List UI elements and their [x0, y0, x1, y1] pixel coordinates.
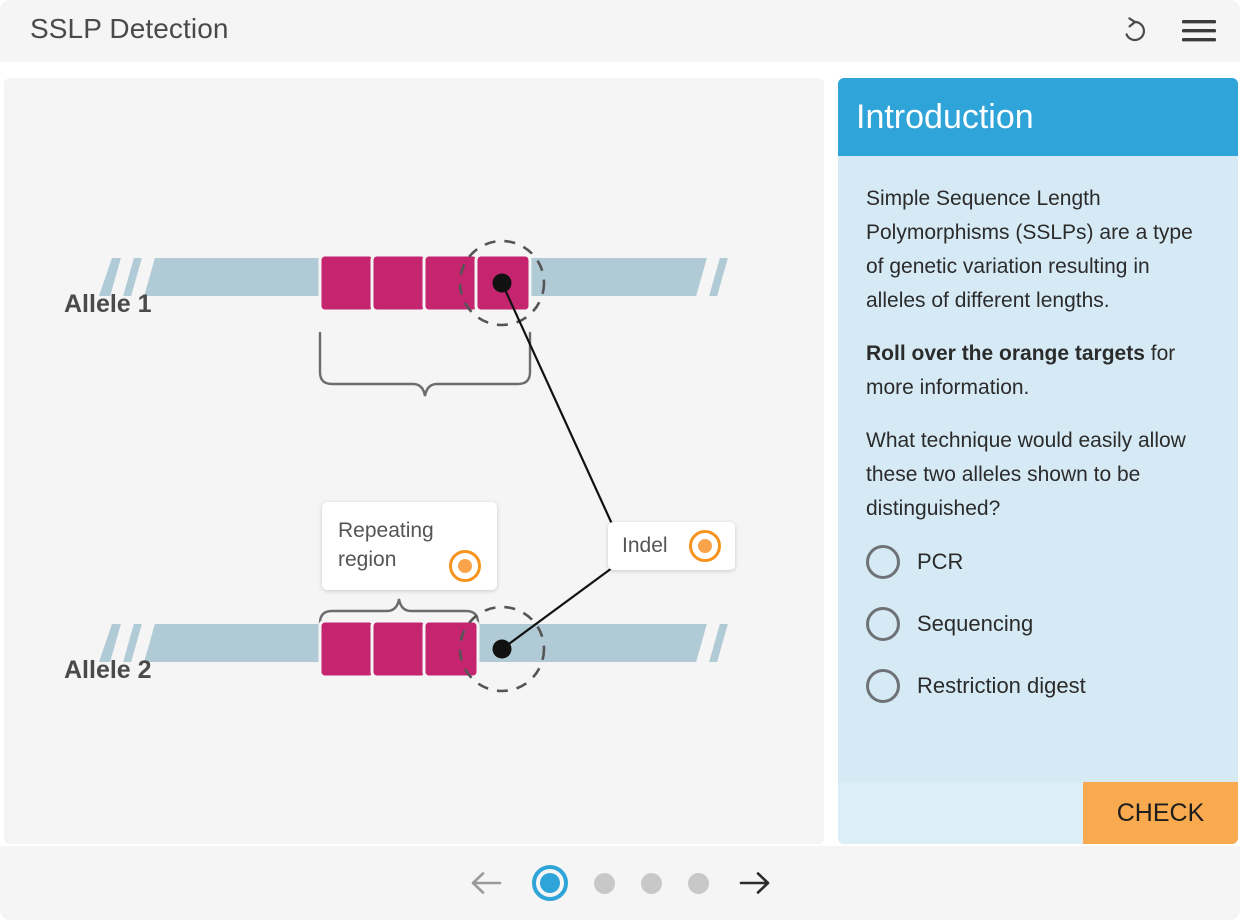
allele2-break-marks-right [695, 624, 739, 662]
callout-indel[interactable]: Indel [608, 522, 735, 570]
radio-button-icon[interactable] [866, 607, 900, 642]
introduction-panel: Introduction Simple Sequence Length Poly… [838, 78, 1238, 844]
allele2-repeat-blocks [318, 619, 480, 679]
header-actions [1114, 10, 1220, 52]
panel-title: Introduction [856, 97, 1034, 136]
orange-target-icon [689, 530, 721, 562]
hamburger-menu-icon [1182, 20, 1216, 42]
reset-rotate-ccw-icon [1125, 17, 1146, 42]
panel-header: Introduction [838, 78, 1238, 156]
indel-leader-line-allele2 [501, 567, 613, 650]
reset-button[interactable] [1114, 10, 1156, 52]
answer-options: PCR Sequencing Restriction digest [866, 545, 1210, 704]
rollover-instruction-bold: Roll over the orange targets [866, 342, 1145, 366]
allele1-break-marks-right [695, 258, 739, 296]
arrow-right-icon [739, 872, 769, 894]
page-dot-2[interactable] [593, 872, 615, 894]
orange-target-icon [449, 550, 481, 582]
allele1-repeat-blocks [318, 253, 532, 313]
intro-paragraph: Simple Sequence Length Polymorphisms (SS… [866, 187, 1193, 313]
panel-footer: CHECK [838, 782, 1238, 844]
page-dot-1[interactable] [531, 865, 568, 901]
allele2-label: Allele 2 [64, 656, 152, 684]
panel-body: Simple Sequence Length Polymorphisms (SS… [838, 156, 1238, 776]
question-text: What technique would easily allow these … [866, 429, 1186, 521]
page-dots [531, 865, 709, 901]
option-sequencing[interactable]: Sequencing [866, 607, 1210, 642]
allele2-break-marks-left [109, 624, 156, 662]
page-dot-4[interactable] [687, 872, 709, 894]
page-title: SSLP Detection [30, 13, 229, 44]
diagram-canvas: Allele 1 Allele 2 Repeating region Indel [4, 78, 824, 844]
radio-button-icon[interactable] [866, 545, 900, 580]
callout-repeating-region[interactable]: Repeating region [322, 502, 497, 590]
callout-repeating-region-label: Repeating region [338, 519, 434, 571]
option-pcr-label: PCR [917, 549, 964, 575]
menu-button[interactable] [1178, 10, 1220, 52]
app-header: SSLP Detection [0, 0, 1240, 62]
pagination-footer [0, 846, 1240, 920]
option-sequencing-label: Sequencing [917, 611, 1034, 637]
callout-indel-label: Indel [622, 534, 668, 557]
allele2-indel-anchor-dot [492, 639, 512, 659]
sslp-diagram [99, 239, 739, 693]
option-pcr[interactable]: PCR [866, 545, 1210, 580]
allele1-break-marks-left [109, 258, 156, 296]
allele1-label: Allele 1 [64, 290, 152, 318]
page-dot-3[interactable] [640, 872, 662, 894]
indel-leader-line-allele1 [500, 282, 614, 525]
allele2-repeat-brace [318, 598, 480, 664]
allele1-indel-highlight-circle[interactable] [458, 239, 546, 327]
arrow-left-icon [471, 872, 501, 894]
allele2-indel-highlight-circle[interactable] [458, 605, 546, 693]
previous-page-button[interactable] [466, 863, 506, 903]
next-page-button[interactable] [735, 863, 775, 903]
allele1-indel-anchor-dot [492, 273, 512, 293]
rollover-instruction: Roll over the orange targets for more in… [866, 337, 1210, 405]
rollover-instruction-rest: for more information. [866, 342, 1176, 400]
option-restriction-digest[interactable]: Restriction digest [866, 669, 1210, 704]
allele1-repeat-brace [318, 331, 532, 397]
check-button[interactable]: CHECK [1083, 782, 1238, 844]
radio-button-icon[interactable] [866, 669, 900, 704]
option-restriction-digest-label: Restriction digest [917, 673, 1086, 699]
